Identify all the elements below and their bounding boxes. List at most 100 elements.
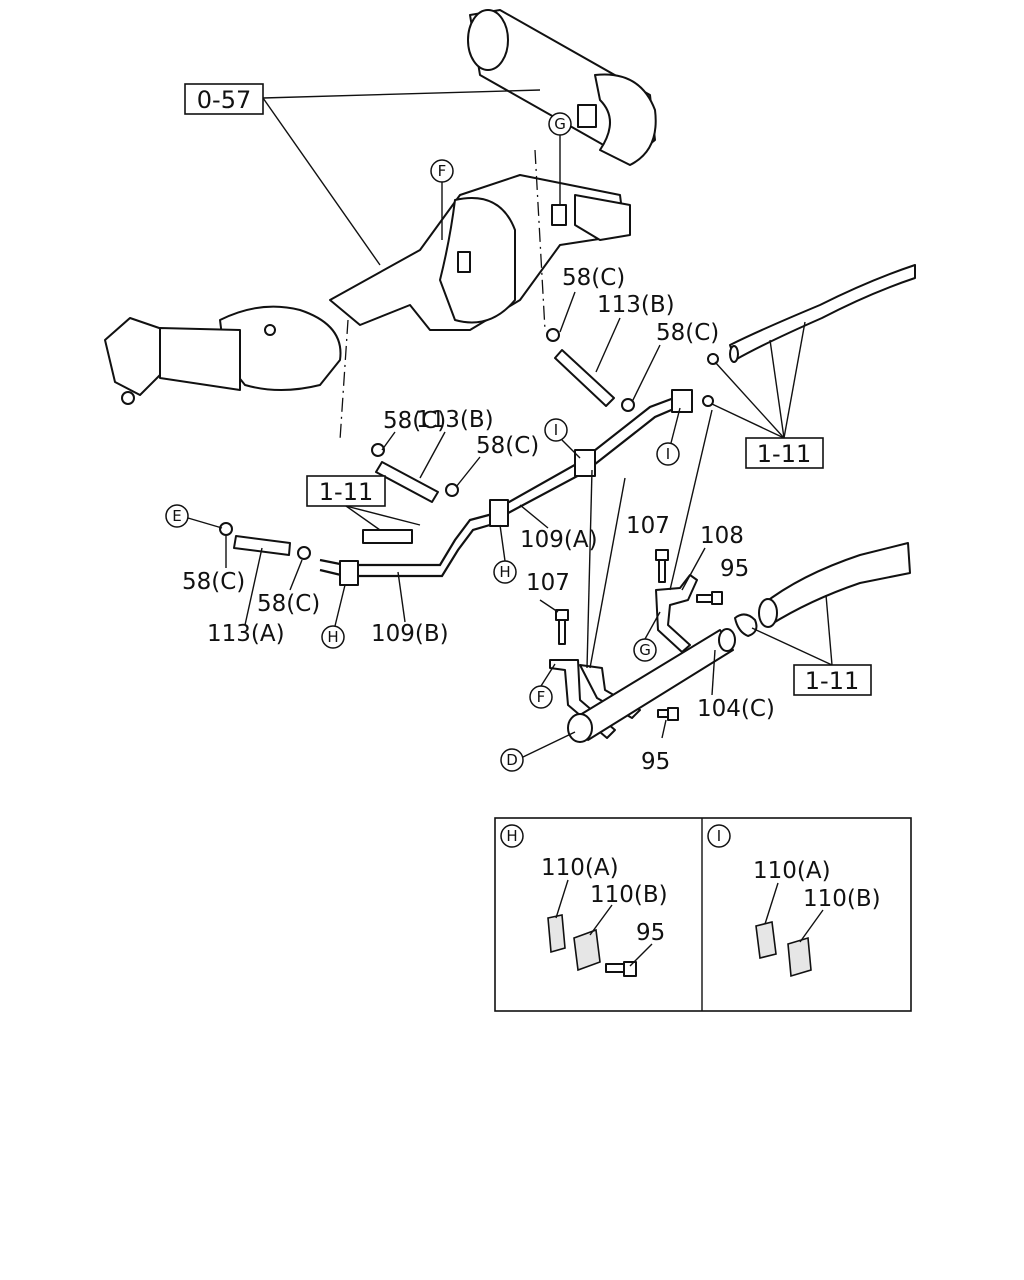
callout-108: 108 [700,523,744,549]
svg-text:F: F [537,688,546,706]
bolt-107-2 [555,609,569,645]
leader-clip-to-bracket-3 [669,409,713,591]
detail-i-marker: I [707,824,731,848]
upper-hose-end [729,345,739,363]
leader-109b [397,571,406,623]
bracket-108 [655,574,698,653]
hose-113b-lower [375,461,439,503]
svg-text:I: I [666,445,670,463]
bolt-95-1 [696,591,723,605]
pipe-clip-h-1 [489,499,509,527]
detail-h-label-110a: 110(A) [541,855,619,881]
detail-box: H 110(A) 110(B) 95 I 110(A) 110(B) [494,817,912,1012]
reference-1-11-mid: 1-11 [319,478,373,506]
pipe-104c-end-left [567,713,593,743]
svg-text:I: I [554,421,558,439]
pipe-clip-i-2 [671,389,693,413]
detail-h-label-95: 95 [636,920,665,946]
detail-i-label-110a: 110(A) [753,858,831,884]
clamp-58c-group [219,328,635,560]
detail-h-clip-110a [547,914,566,954]
callout-107-2: 107 [526,570,570,596]
short-hose-mid [362,529,413,544]
callout-113b-2: 113(B) [416,407,494,433]
svg-text:F: F [438,162,447,180]
leader-58c-4 [455,456,481,488]
callout-95-2: 95 [641,749,670,775]
marker-f-bottom: F [529,685,553,709]
small-clamps-right [702,353,719,407]
leader-113a [244,547,263,626]
svg-text:H: H [327,628,338,646]
reference-1-11-top: 1-11 [757,440,811,468]
stud-boss [577,104,597,128]
detail-h-clip-110b [573,928,601,972]
hose-113a [233,535,291,556]
leader-108 [681,547,706,591]
callout-58c-1: 58(C) [562,265,625,291]
callout-58c-5: 58(C) [182,569,245,595]
detail-h-leader-110a [555,879,569,919]
marker-h-1: H [493,560,517,584]
detail-h-marker: H [500,824,524,848]
exhaust-manifold-assembly [104,9,657,405]
detail-i-clip-110a [755,921,777,959]
detail-h-label-110b: 110(B) [590,882,668,908]
callout-95-1: 95 [720,556,749,582]
ref-111-top-leader-a [714,361,785,439]
marker-i-2-leader [670,407,681,444]
callout-104c: 104(C) [697,696,775,722]
marker-d-leader [522,731,576,758]
leader-58c-2 [631,344,661,403]
callout-58c-3: 58(C) [383,408,446,434]
marker-i-1: I [544,418,568,442]
callout-113b-1: 113(B) [597,292,675,318]
marker-f-top: F [430,159,454,183]
svg-text:G: G [639,641,651,659]
leader-107-2 [539,599,559,613]
detail-h-bolt-95 [605,961,637,977]
leader-109a [519,504,549,529]
front-pipe-section [159,327,241,391]
marker-g-bottom-leader [644,611,661,640]
hose-clamp-104c [734,613,758,637]
flange-bolt [121,391,135,405]
detail-i-leader-110b [799,909,824,943]
leader-58c-3 [381,431,396,451]
svg-text:E: E [172,507,181,525]
marker-i-1-leader [561,439,581,459]
exhaust-elbow [594,73,657,166]
manifold-port [439,197,516,324]
detail-h-leader-95 [629,943,653,967]
svg-text:H: H [499,563,510,581]
bolt-107-1 [655,549,669,583]
marker-i-2: I [656,442,680,466]
ref-111-bottom-leader-b [751,627,833,666]
leader-58c-6 [289,559,303,591]
callout-109a: 109(A) [520,527,598,553]
ref-111-top-leader-c [783,321,806,439]
callout-107-1: 107 [626,513,670,539]
reference-1-11-bottom: 1-11 [805,667,859,695]
front-flange-plate [104,317,166,396]
upper-hose-right [729,264,916,361]
leader-95-2 [661,719,667,739]
leader-clip-to-bracket-1 [586,469,593,669]
ref-111-mid-leader-a [345,505,381,531]
front-exhaust-elbow [219,305,342,391]
ref-111-top-leader-b [769,339,785,439]
marker-e-leader [187,517,223,529]
detail-box-frame [494,817,912,1012]
reference-box-1-11-bottom [793,664,872,696]
ref-057-leader-a [262,89,541,99]
centerline-1 [534,149,546,331]
pipe-109a-upper [494,390,691,511]
callout-58c-2: 58(C) [656,320,719,346]
leader-clip-to-bracket-2 [589,477,626,669]
ref-111-bottom-leader-a [825,594,833,666]
svg-text:H: H [506,827,517,845]
reference-box-1-11-top [745,437,824,469]
svg-text:I: I [717,827,721,845]
leader-113b-1 [595,317,621,373]
